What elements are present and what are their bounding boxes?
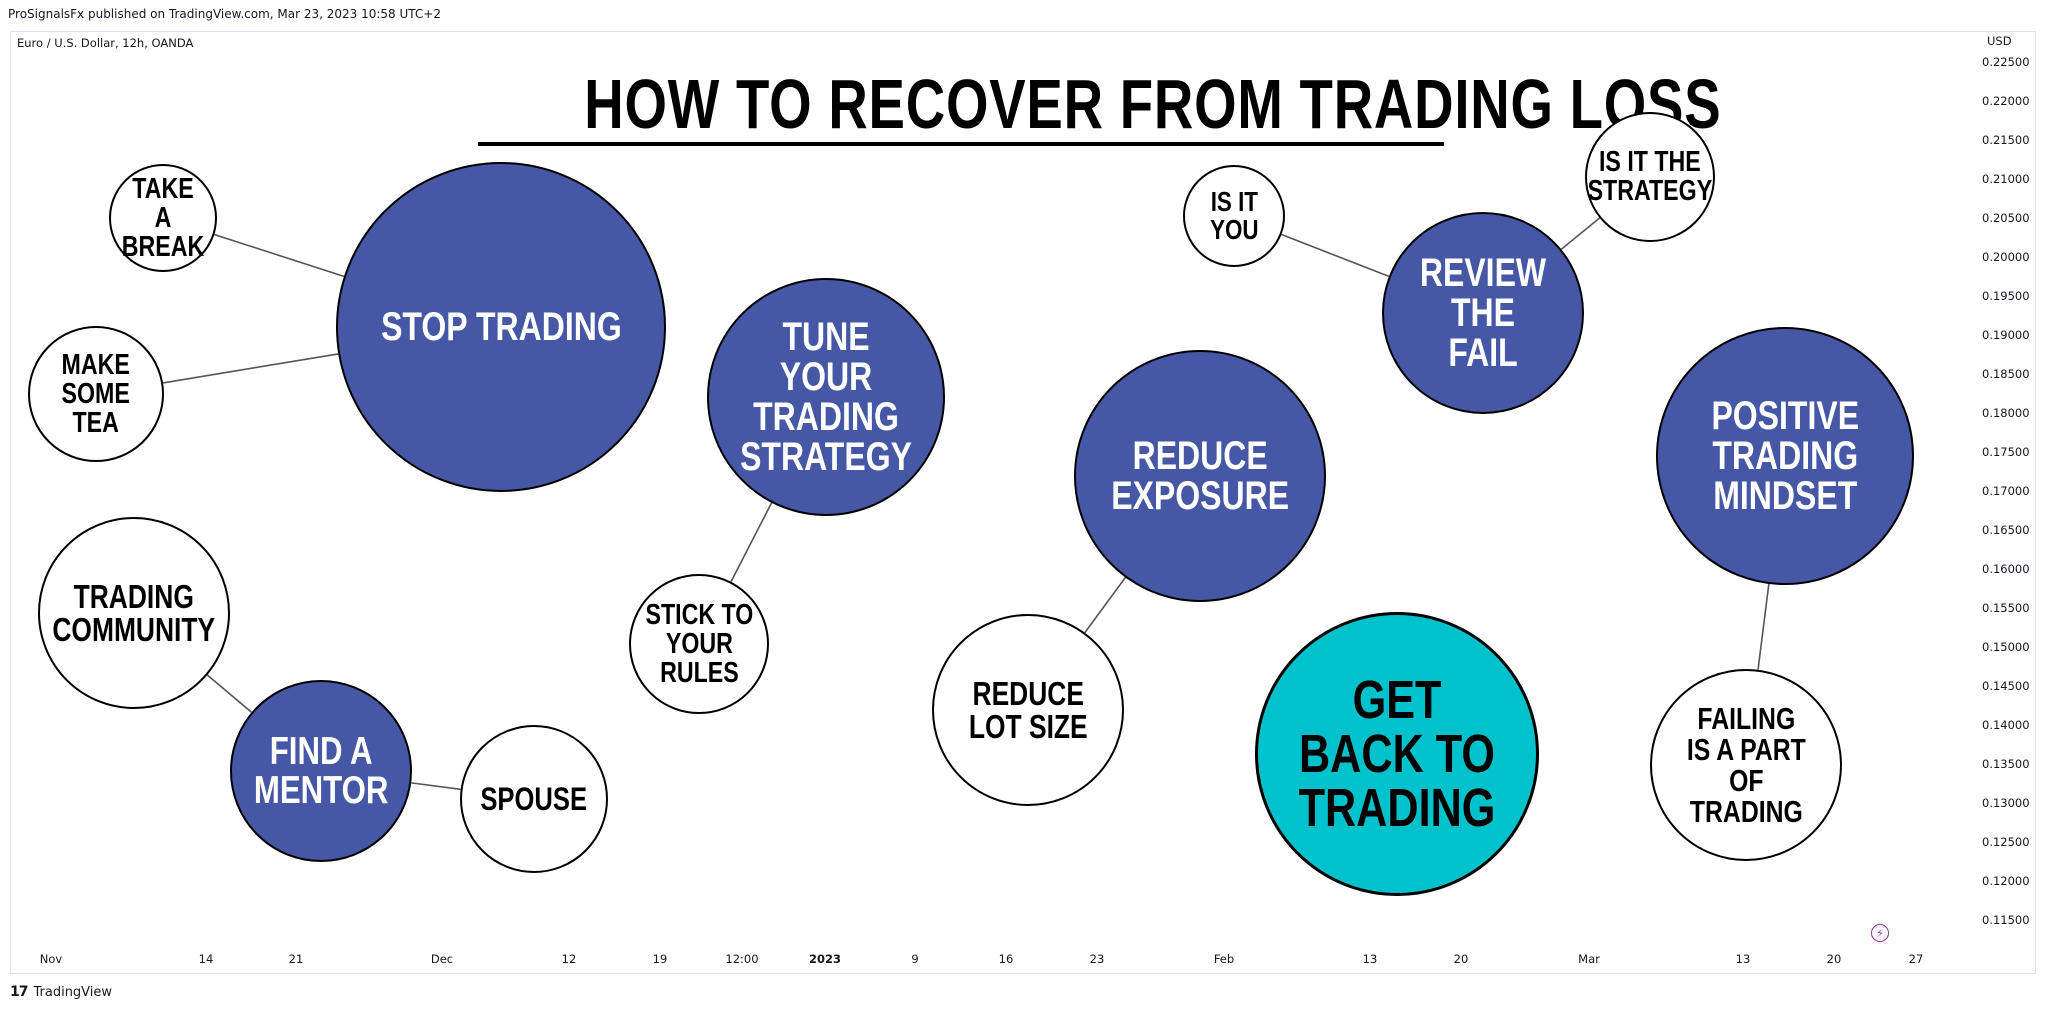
- price-tick: 0.19500: [1982, 289, 2030, 303]
- node-label: REVIEW THE FAIL: [1419, 251, 1547, 375]
- node-label: REDUCE EXPOSURE: [1111, 434, 1289, 518]
- time-tick: 9: [911, 952, 919, 966]
- time-tick: 2023: [808, 952, 842, 966]
- node-get-back-to-trading: GET BACK TO TRADING: [1255, 612, 1539, 896]
- node-label: IS IT YOU: [1209, 186, 1259, 245]
- node-is-it-strategy: IS IT THE STRATEGY: [1585, 112, 1715, 242]
- price-tick: 0.20500: [1982, 211, 2030, 225]
- price-tick: 0.12000: [1982, 874, 2030, 888]
- symbol-label[interactable]: Euro / U.S. Dollar, 12h, OANDA: [17, 36, 194, 50]
- node-review-the-fail: REVIEW THE FAIL: [1382, 212, 1584, 414]
- node-stop-trading: STOP TRADING: [336, 162, 666, 492]
- time-tick: 23: [1089, 952, 1105, 966]
- price-tick: 0.15000: [1982, 640, 2030, 654]
- node-label: POSITIVE TRADING MINDSET: [1711, 394, 1859, 518]
- time-tick: 12:00: [725, 952, 759, 966]
- connector-tune-strategy-stick-to-rules: [730, 502, 773, 583]
- tv-logo-icon: 17: [10, 984, 29, 1000]
- price-tick: 0.12500: [1982, 835, 2030, 849]
- node-label: MAKE SOME TEA: [61, 348, 131, 439]
- chart-frame: [10, 31, 2036, 974]
- price-tick: 0.16000: [1982, 562, 2030, 576]
- time-tick: 27: [1908, 952, 1924, 966]
- node-make-some-tea: MAKE SOME TEA: [28, 326, 164, 462]
- node-label: TAKE A BREAK: [121, 172, 205, 263]
- time-tick: 12: [561, 952, 577, 966]
- node-label: STICK TO YOUR RULES: [645, 598, 753, 689]
- price-tick: 0.18500: [1982, 367, 2030, 381]
- price-tick: 0.14500: [1982, 679, 2030, 693]
- node-label: IS IT THE STRATEGY: [1587, 146, 1713, 207]
- price-tick: 0.19000: [1982, 328, 2030, 342]
- time-tick: Nov: [39, 952, 63, 966]
- connector-stop-trading-take-a-break: [214, 233, 345, 278]
- publish-info: ProSignalsFx published on TradingView.co…: [8, 7, 441, 21]
- price-tick: 0.21500: [1982, 133, 2030, 147]
- price-tick: 0.13000: [1982, 796, 2030, 810]
- price-tick: 0.22500: [1982, 55, 2030, 69]
- price-tick: 0.17500: [1982, 445, 2030, 459]
- time-tick: Feb: [1213, 952, 1235, 966]
- price-tick: 0.15500: [1982, 601, 2030, 615]
- node-trading-community: TRADING COMMUNITY: [38, 517, 230, 709]
- time-tick: 21: [288, 952, 304, 966]
- connector-find-a-mentor-spouse: [411, 782, 461, 791]
- connector-review-the-fail-is-it-strategy: [1560, 217, 1601, 250]
- node-stick-to-rules: STICK TO YOUR RULES: [629, 574, 769, 714]
- connector-reduce-exposure-reduce-lot-size: [1084, 577, 1127, 634]
- connector-trading-community-find-a-mentor: [206, 674, 253, 713]
- node-is-it-you: IS IT YOU: [1183, 165, 1285, 267]
- node-label: TRADING COMMUNITY: [52, 578, 216, 648]
- node-label: STOP TRADING: [380, 305, 622, 349]
- lightning-icon[interactable]: ⚡: [1871, 924, 1889, 942]
- node-tune-strategy: TUNE YOUR TRADING STRATEGY: [707, 278, 945, 516]
- price-tick: 0.21000: [1982, 172, 2030, 186]
- price-tick: 0.20000: [1982, 250, 2030, 264]
- connector-review-the-fail-is-it-you: [1281, 233, 1390, 278]
- brand-name: TradingView: [33, 984, 113, 1000]
- node-label: GET BACK TO TRADING: [1298, 670, 1496, 838]
- node-label: SPOUSE: [480, 781, 588, 817]
- time-tick: 16: [998, 952, 1014, 966]
- price-tick: 0.13500: [1982, 757, 2030, 771]
- price-tick: 0.22000: [1982, 94, 2030, 108]
- connector-stop-trading-make-some-tea: [162, 353, 339, 384]
- node-find-a-mentor: FIND A MENTOR: [230, 680, 412, 862]
- time-tick: 20: [1826, 952, 1842, 966]
- node-label: REDUCE LOT SIZE: [968, 675, 1088, 745]
- price-tick: 0.18000: [1982, 406, 2030, 420]
- time-tick: 13: [1735, 952, 1751, 966]
- price-tick: 0.11500: [1982, 913, 2030, 927]
- time-tick: Dec: [430, 952, 454, 966]
- footer[interactable]: 17 TradingView: [10, 984, 112, 1000]
- node-reduce-lot-size: REDUCE LOT SIZE: [932, 614, 1124, 806]
- node-spouse: SPOUSE: [460, 725, 608, 873]
- time-tick: 14: [198, 952, 214, 966]
- node-failing-is-part: FAILING IS A PART OF TRADING: [1650, 669, 1842, 861]
- price-tick: 0.16500: [1982, 523, 2030, 537]
- time-tick: 13: [1362, 952, 1378, 966]
- node-label: FIND A MENTOR: [253, 730, 389, 812]
- node-take-a-break: TAKE A BREAK: [109, 164, 217, 272]
- time-tick: 20: [1453, 952, 1469, 966]
- currency-label: USD: [1987, 34, 2012, 48]
- price-tick: 0.17000: [1982, 484, 2030, 498]
- connector-positive-mindset-failing-is-part: [1757, 583, 1770, 670]
- time-tick: Mar: [1578, 952, 1600, 966]
- node-positive-mindset: POSITIVE TRADING MINDSET: [1656, 327, 1914, 585]
- time-tick: 19: [652, 952, 668, 966]
- node-label: TUNE YOUR TRADING STRATEGY: [740, 315, 912, 479]
- node-reduce-exposure: REDUCE EXPOSURE: [1074, 350, 1326, 602]
- title-underline: [478, 142, 1444, 146]
- node-label: FAILING IS A PART OF TRADING: [1686, 701, 1806, 829]
- price-tick: 0.14000: [1982, 718, 2030, 732]
